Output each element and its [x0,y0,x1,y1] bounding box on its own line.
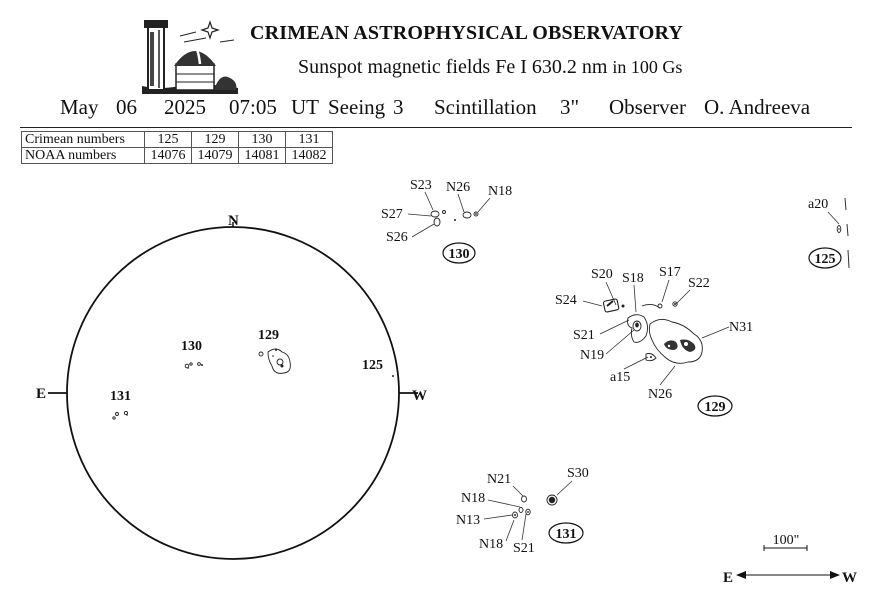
ut-label: UT [291,95,319,119]
seeing-value: 3 [393,95,404,119]
detail-region-125: a20 125 [808,197,850,269]
header-rule [20,127,852,128]
detail-129-label-s18: S18 [622,271,644,286]
detail-129-id: 129 [705,400,726,415]
detail-129-label-s20: S20 [591,267,613,282]
table-row: NOAA numbers 14076 14079 14081 14082 [21,147,333,164]
detail-129-id-ring [697,395,733,417]
region-numbers-table: Crimean numbers 125 129 130 131 NOAA num… [21,131,333,164]
table-cell: 14079 [191,147,239,164]
detail-130-label-s26: S26 [386,230,408,245]
east-label: E [36,386,46,402]
table-cell: Crimean numbers [21,131,145,148]
detail-131-id: 131 [556,527,577,542]
orientation-east-label: E [723,570,733,586]
detail-125-label-a20: a20 [808,197,828,212]
detail-130-label-n18: N18 [488,184,512,199]
detail-129-label-s17: S17 [659,265,681,280]
subtitle-units: in 100 Gs [612,57,683,77]
detail-region-130: S23 N26 N18 S27 S26 130 [381,178,512,264]
detail-131-id-ring [548,522,584,544]
detail-129-label-s22: S22 [688,276,710,291]
north-label: N [228,213,239,229]
detail-129-label-s24: S24 [555,293,577,308]
disk-spots-131 [112,410,129,420]
disk-region-131-label: 131 [110,389,131,404]
detail-130-label-s27: S27 [381,207,403,222]
detail-129-label-n19: N19 [580,348,604,363]
solar-disk: N E W 130 129 125 131 [36,213,427,560]
detail-129-label-s21: S21 [573,328,595,343]
disk-region-129-label: 129 [258,328,279,343]
subtitle-main: Sunspot magnetic fields Fe I 630.2 nm [298,56,608,78]
detail-131-label-s30: S30 [567,466,589,481]
detail-125-id-ring [808,247,842,269]
date-day: 06 [116,95,137,119]
detail-131-label-n18b: N18 [479,537,503,552]
orientation-arrow: E W [723,570,857,586]
table-cell: 131 [285,131,333,148]
disk-region-125-label: 125 [362,358,383,373]
detail-region-131: S30 N21 N18 N13 N18 S21 131 [456,466,589,556]
arrow-left-icon [736,571,746,579]
scintillation-value: 3" [560,95,580,119]
west-label: W [412,388,427,404]
detail-125-id: 125 [815,252,836,267]
detail-130-id-ring [442,242,476,264]
date-month: May [60,95,99,119]
observer-name: O. Andreeva [704,95,811,119]
detail-130-label-n26: N26 [446,180,470,195]
scale-bar-label: 100" [773,533,800,548]
orientation-west-label: W [842,570,857,586]
disk-spots-130 [184,362,203,369]
table-cell: 125 [144,131,192,148]
detail-129-label-n26: N26 [648,387,672,402]
observatory-title: CRIMEAN ASTROPHYSICAL OBSERVATORY [250,22,684,44]
table-cell: 14081 [238,147,286,164]
disk-spots-129 [258,348,291,374]
scintillation-label: Scintillation [434,95,537,119]
scale-bar: 100" [763,533,808,551]
table-row: Crimean numbers 125 129 130 131 [21,131,333,148]
detail-131-label-s21: S21 [513,541,535,556]
table-cell: 14082 [285,147,333,164]
seeing-label: Seeing [328,95,386,119]
detail-130-id: 130 [449,247,470,262]
detail-131-label-n13: N13 [456,513,480,528]
detail-131-label-n21: N21 [487,472,511,487]
table-cell: NOAA numbers [21,147,145,164]
arrow-right-icon [830,571,840,579]
observer-label: Observer [609,95,686,119]
obs-time: 07:05 [229,95,277,119]
detail-130-label-s23: S23 [410,178,432,193]
detail-129-label-n31: N31 [729,320,753,335]
date-year: 2025 [164,95,206,119]
detail-131-label-n18: N18 [461,491,485,506]
chart-subtitle: Sunspot magnetic fields Fe I 630.2 nm in… [298,56,682,79]
disk-region-130-label: 130 [181,339,202,354]
table-cell: 14076 [144,147,192,164]
observatory-logo-icon [140,12,240,96]
disk-spots-125 [392,375,394,377]
detail-region-129: S20 S18 S17 S22 S24 S21 N19 a15 N31 N26 [555,265,753,417]
detail-129-label-a15: a15 [610,370,630,385]
